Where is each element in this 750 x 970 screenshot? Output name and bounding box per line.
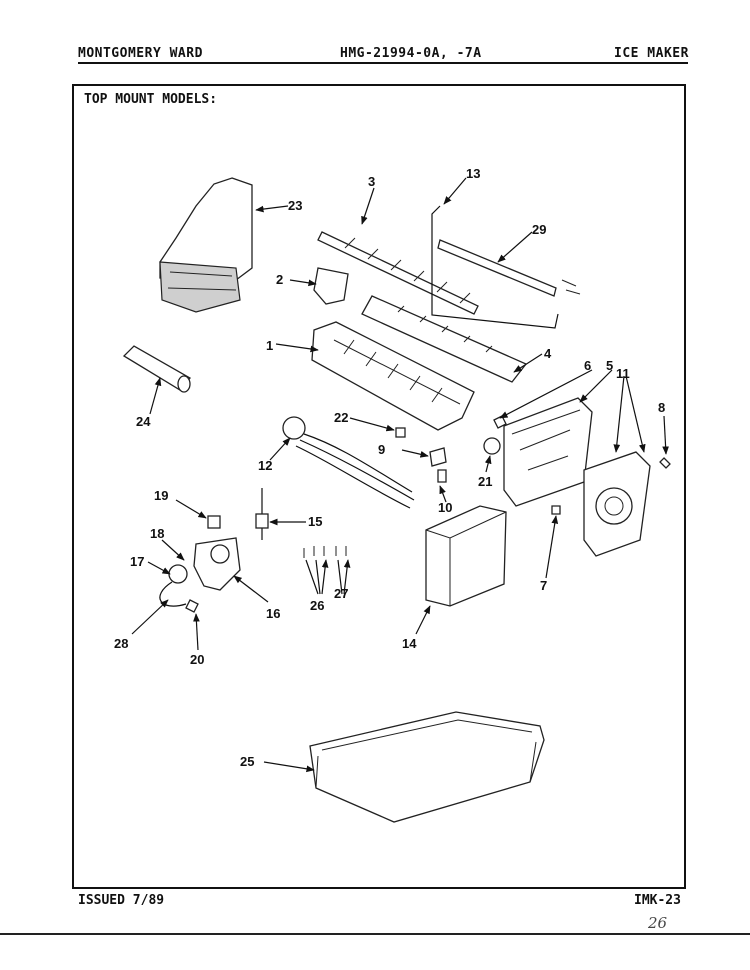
- part-12-harness: [282, 416, 415, 509]
- callout-13: 13: [466, 166, 480, 181]
- part-16-water-valve: [159, 537, 241, 613]
- part-9-bracket: [429, 447, 447, 467]
- part-23-shield: [159, 177, 253, 313]
- callout-17: 17: [130, 554, 144, 569]
- part-5-housing: [503, 397, 593, 507]
- callout-27: 27: [334, 586, 348, 601]
- callout-4: 4: [544, 346, 552, 361]
- callout-28: 28: [114, 636, 128, 651]
- callout-2: 2: [276, 272, 283, 287]
- callout-16: 16: [266, 606, 280, 621]
- part-24-fill-tube: [122, 345, 191, 393]
- callout-5: 5: [606, 358, 613, 373]
- section-label: ICE MAKER: [614, 46, 689, 61]
- handwritten-page-mark: 26: [648, 914, 668, 932]
- brand-label: MONTGOMERY WARD: [78, 46, 203, 61]
- callout-3: 3: [368, 174, 375, 189]
- callout-24: 24: [136, 414, 151, 429]
- callout-29: 29: [532, 222, 546, 237]
- part-15-fitting: [255, 488, 269, 540]
- callout-numbers: 1 2 3 4 5 6 7 8 9 10 11 12 13 14 15 16 1…: [114, 166, 665, 769]
- part-26-27-screws: [303, 546, 347, 558]
- footer-rule: [0, 933, 750, 935]
- callout-22: 22: [334, 410, 348, 425]
- part-19-nut: [207, 515, 221, 529]
- callout-12: 12: [258, 458, 272, 473]
- callout-leaders: [131, 177, 669, 773]
- part-4-stripper: [361, 295, 528, 383]
- callout-15: 15: [308, 514, 322, 529]
- part-25-ice-bin: [309, 711, 545, 823]
- callout-20: 20: [190, 652, 204, 667]
- part-11-motor-cover: [583, 451, 651, 557]
- callout-21: 21: [478, 474, 492, 489]
- callout-1: 1: [266, 338, 273, 353]
- diagram-frame: [72, 84, 686, 889]
- callout-6: 6: [584, 358, 591, 373]
- part-7-screw: [551, 505, 561, 515]
- part-14-block: [425, 505, 507, 607]
- callout-23: 23: [288, 198, 302, 213]
- part-8-screw: [659, 457, 671, 469]
- model-number: HMG-21994-0A, -7A: [340, 46, 482, 61]
- part-22-clip: [395, 427, 406, 438]
- issued-date: ISSUED 7/89: [78, 893, 165, 908]
- callout-7: 7: [540, 578, 547, 593]
- callout-11: 11: [616, 366, 630, 381]
- callout-18: 18: [150, 526, 164, 541]
- part-2-bracket: [313, 267, 349, 305]
- section-title: TOP MOUNT MODELS:: [84, 92, 218, 107]
- callout-19: 19: [154, 488, 168, 503]
- callout-10: 10: [438, 500, 452, 515]
- part-3-ejector: [317, 231, 479, 315]
- page-code: IMK-23: [634, 893, 681, 908]
- header-rule: [78, 62, 688, 64]
- callout-26: 26: [310, 598, 324, 613]
- part-1-mold: [311, 321, 475, 431]
- part-13-29-shutoff-arm: [431, 205, 581, 329]
- callout-25: 25: [240, 754, 254, 769]
- callout-14: 14: [402, 636, 417, 651]
- part-21-gear: [483, 437, 501, 455]
- callout-9: 9: [378, 442, 385, 457]
- callout-8: 8: [658, 400, 665, 415]
- part-10-screw: [437, 469, 447, 483]
